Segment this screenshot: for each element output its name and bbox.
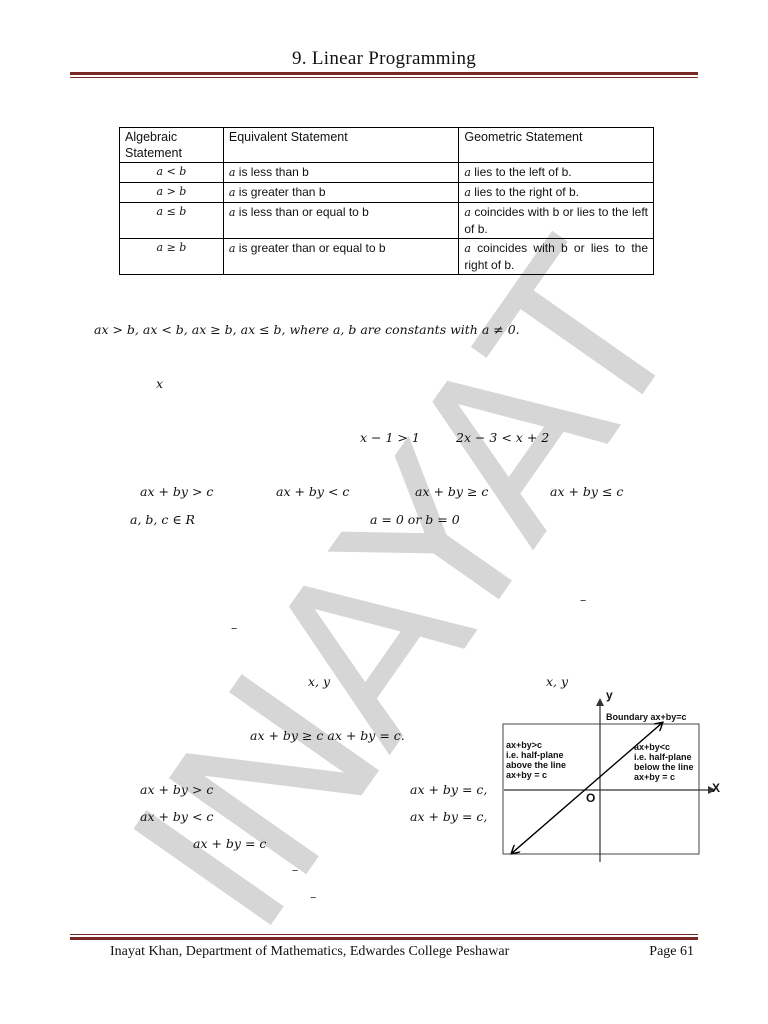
- region-label-line: below the line: [634, 762, 694, 772]
- dash: –: [580, 592, 587, 607]
- upper-region-label: ax+by>c i.e. half-plane above the line a…: [506, 740, 566, 780]
- x-axis-label: X: [712, 781, 721, 795]
- y-axis-label: y: [606, 688, 613, 702]
- algebraic-statement: a ≥ b: [119, 238, 224, 275]
- inequality-table: Algebraic Statement Equivalent Statement…: [119, 127, 654, 275]
- example-2: 2x − 3 < x + 2: [456, 430, 550, 445]
- region-label-line: above the line: [506, 760, 567, 770]
- boundary-label: Boundary ax+by=c: [606, 712, 687, 722]
- geometric-statement: a lies to the left of b.: [458, 162, 654, 183]
- inequality-gt: ax + by > c: [140, 484, 214, 499]
- geometric-statement: a coincides with b or lies to the right …: [458, 238, 654, 275]
- upper-half-plane: ax + by > c: [140, 782, 214, 797]
- header-rule-thin: [70, 77, 698, 78]
- statement-text: coincides with b or lies to the right of…: [464, 241, 648, 272]
- page-number: Page 61: [649, 944, 694, 959]
- statement-variable: a: [228, 186, 236, 199]
- condition: a = 0 or b = 0: [370, 512, 460, 527]
- inequality-ge: ax + by ≥ c: [415, 484, 489, 499]
- statement-variable: a: [228, 166, 236, 179]
- origin-label: O: [586, 791, 596, 805]
- table-header-row: Algebraic Statement Equivalent Statement…: [119, 127, 654, 163]
- statement-text: lies to the right of b.: [470, 185, 579, 199]
- algebraic-statement: a ≤ b: [119, 202, 224, 239]
- header-rule: [70, 72, 698, 75]
- closed-half-plane: ax + by ≥ c ax + by = c.: [250, 728, 405, 743]
- y-axis-arrow: [596, 698, 604, 706]
- region-label-line: ax+by>c: [506, 740, 543, 750]
- region-label-line: ax+by = c: [634, 772, 676, 782]
- inequality-le: ax + by ≤ c: [550, 484, 624, 499]
- dash: –: [310, 889, 317, 904]
- statement-text: coincides with b or lies to the left of …: [464, 205, 648, 236]
- statement-variable: a: [228, 206, 236, 219]
- x-axis-arrow: [708, 786, 716, 794]
- variables-xy: x, y: [546, 674, 569, 689]
- equivalent-statement: a is less than or equal to b: [222, 202, 460, 239]
- region-label-line: ax+by = c: [506, 770, 548, 780]
- footer-rule: [70, 937, 698, 940]
- boundary-line: ax + by = c,: [410, 809, 488, 824]
- statement-variable: a: [464, 206, 471, 219]
- algebraic-statement: a > b: [119, 182, 224, 203]
- dash: –: [231, 620, 238, 635]
- statement-text: is less than b: [235, 165, 309, 179]
- region-label-line: i.e. half-plane: [634, 752, 692, 762]
- footer-author: Inayat Khan, Department of Mathematics, …: [110, 944, 510, 959]
- equivalent-statement: a is less than b: [222, 162, 460, 183]
- statement-variable: a: [464, 166, 471, 179]
- half-plane-diagram: y X O Boundary ax+by=c ax+by>c i.e. half…: [502, 688, 724, 865]
- boundary-line: ax + by = c,: [410, 782, 488, 797]
- region-label-line: i.e. half-plane: [506, 750, 564, 760]
- statement-variable: a: [464, 186, 471, 199]
- variables-xy: x, y: [308, 674, 331, 689]
- equivalent-statement: a is greater than or equal to b: [222, 238, 460, 275]
- table-header: Geometric Statement: [458, 127, 654, 163]
- statement-variable: a: [464, 242, 471, 255]
- footer-rule-thin: [70, 934, 698, 935]
- table-header: Equivalent Statement: [222, 127, 460, 163]
- geometric-statement: a lies to the right of b.: [458, 182, 654, 203]
- inequality-lt: ax + by < c: [276, 484, 350, 499]
- statement-text: is greater than or equal to b: [235, 241, 386, 255]
- statement-text: is less than or equal to b: [235, 205, 369, 219]
- table-header: Algebraic Statement: [119, 127, 224, 163]
- dash: –: [292, 862, 299, 877]
- algebraic-statement: a < b: [119, 162, 224, 183]
- example-1: x − 1 > 1: [360, 430, 420, 445]
- lower-half-plane: ax + by < c: [140, 809, 214, 824]
- boundary-line-arrow-down: [512, 722, 663, 853]
- lower-region-label: ax+by<c i.e. half-plane below the line a…: [634, 742, 694, 782]
- variable-x: x: [156, 376, 164, 391]
- geometric-statement: a coincides with b or lies to the left o…: [458, 202, 654, 239]
- statement-variable: a: [228, 242, 236, 255]
- inequality-forms: ax > b, ax < b, ax ≥ b, ax ≤ b, where a,…: [94, 322, 520, 337]
- constants-real: a, b, c ∈ R: [130, 512, 195, 527]
- region-label-line: ax+by<c: [634, 742, 671, 752]
- boundary-equation: ax + by = c: [193, 836, 267, 851]
- equivalent-statement: a is greater than b: [222, 182, 460, 203]
- page-header-title: 9. Linear Programming: [291, 48, 477, 69]
- statement-text: lies to the left of b.: [470, 165, 572, 179]
- statement-text: is greater than b: [235, 185, 326, 199]
- half-plane-svg: [502, 698, 716, 862]
